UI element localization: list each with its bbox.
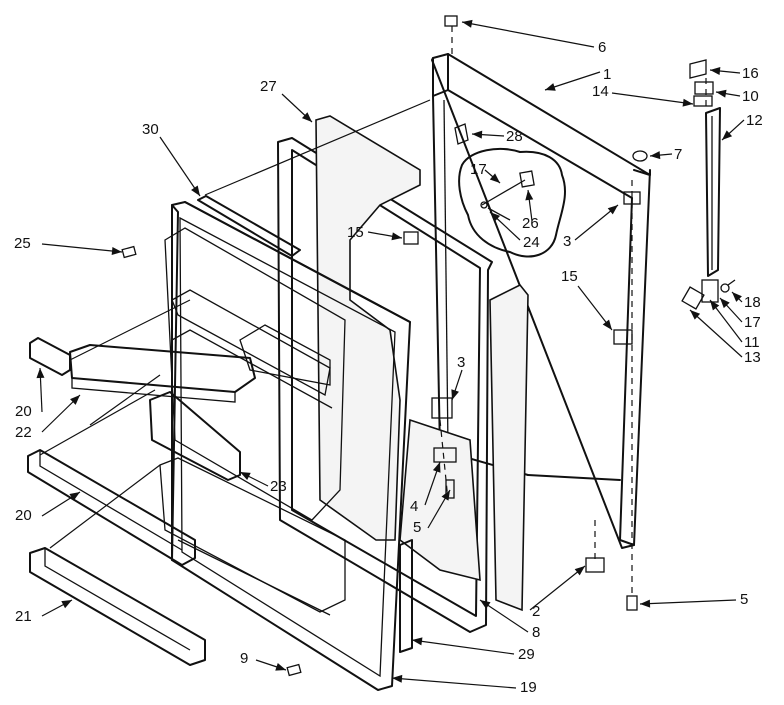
leader-arrowhead bbox=[489, 173, 500, 183]
leader-arrowhead bbox=[640, 599, 651, 608]
callout-20a: 20 bbox=[15, 403, 32, 420]
leader-arrowhead bbox=[732, 292, 742, 302]
leader-arrowhead bbox=[240, 472, 251, 481]
callout-12: 12 bbox=[746, 112, 763, 129]
leader-arrowhead bbox=[432, 462, 441, 473]
callout-17b: 17 bbox=[744, 314, 761, 331]
leader-arrowhead bbox=[710, 300, 720, 311]
callout-25: 25 bbox=[14, 235, 31, 252]
leader-lines bbox=[36, 19, 745, 689]
callout-9: 9 bbox=[240, 650, 248, 667]
callout-5b: 5 bbox=[740, 591, 748, 608]
leader-arrowhead bbox=[690, 310, 701, 320]
callout-29: 29 bbox=[518, 646, 535, 663]
leader-arrowhead bbox=[36, 368, 45, 379]
leader-arrowhead bbox=[710, 67, 721, 75]
shelf-rail-upper bbox=[29, 337, 71, 376]
callout-19: 19 bbox=[520, 679, 537, 696]
inset-detail bbox=[458, 147, 566, 258]
leader-arrowhead bbox=[716, 89, 727, 98]
callout-3a: 3 bbox=[563, 233, 571, 250]
callout-18: 18 bbox=[744, 294, 761, 311]
callout-11: 11 bbox=[744, 334, 760, 351]
leader-arrowhead bbox=[391, 232, 402, 241]
leader-line bbox=[41, 243, 123, 253]
alignment-guides bbox=[39, 26, 707, 596]
shelf-bar-23 bbox=[149, 391, 241, 481]
leader-arrowhead bbox=[545, 83, 556, 91]
leader-line bbox=[529, 565, 586, 611]
foam-insulation-top bbox=[315, 115, 421, 541]
foam-insulation-side bbox=[489, 283, 529, 612]
leader-arrowhead bbox=[480, 600, 491, 609]
callout-26: 26 bbox=[522, 215, 539, 232]
callout-21: 21 bbox=[15, 608, 32, 625]
callout-24: 24 bbox=[523, 234, 540, 251]
callout-3b: 3 bbox=[457, 354, 465, 371]
leader-arrowhead bbox=[720, 298, 730, 309]
leader-arrowhead bbox=[275, 663, 286, 671]
leader-arrowhead bbox=[70, 395, 80, 405]
leader-line bbox=[159, 136, 201, 197]
leader-arrowhead bbox=[490, 212, 501, 222]
leader-line bbox=[611, 92, 694, 105]
handle-bar-12 bbox=[705, 107, 721, 277]
leader-arrowhead bbox=[574, 566, 585, 576]
callout-20b: 20 bbox=[15, 507, 32, 524]
leader-arrowhead bbox=[451, 389, 459, 400]
callout-15b: 15 bbox=[561, 268, 578, 285]
callout-2: 2 bbox=[532, 603, 540, 620]
leader-arrowhead bbox=[69, 492, 80, 501]
leader-arrowhead bbox=[607, 205, 618, 215]
callout-27: 27 bbox=[260, 78, 277, 95]
leader-arrowhead bbox=[602, 319, 612, 330]
leader-arrowhead bbox=[301, 112, 312, 122]
callout-14: 14 bbox=[592, 83, 609, 100]
leader-line bbox=[461, 21, 595, 48]
callout-6: 6 bbox=[598, 39, 606, 56]
leader-arrowhead bbox=[682, 98, 693, 107]
callout-17a: 17 bbox=[470, 161, 487, 178]
leader-arrowhead bbox=[61, 600, 72, 609]
leader-arrowhead bbox=[441, 490, 450, 501]
leader-arrowhead bbox=[525, 190, 534, 201]
callout-13: 13 bbox=[744, 349, 761, 366]
leader-arrowhead bbox=[462, 19, 473, 28]
shelf-bar-21 bbox=[29, 547, 206, 666]
leader-line bbox=[689, 309, 743, 358]
callout-28: 28 bbox=[506, 128, 523, 145]
hinge-hardware bbox=[121, 15, 736, 677]
callout-4: 4 bbox=[410, 498, 418, 515]
callout-labels: 6 1 16 14 10 27 28 12 30 7 17 26 15 24 3… bbox=[14, 39, 763, 696]
leader-arrowhead bbox=[650, 151, 661, 160]
callout-22: 22 bbox=[15, 424, 32, 441]
leader-arrowhead bbox=[111, 247, 122, 255]
leader-arrowhead bbox=[392, 674, 403, 683]
callout-23: 23 bbox=[270, 478, 287, 495]
callout-30: 30 bbox=[142, 121, 159, 138]
leader-line bbox=[411, 639, 515, 655]
callout-7: 7 bbox=[674, 146, 682, 163]
foam-insulation-bottom bbox=[399, 418, 481, 582]
trim-strip-30 bbox=[197, 195, 301, 257]
callout-1: 1 bbox=[603, 66, 611, 83]
shelf-rail-lower bbox=[27, 449, 196, 566]
leader-line bbox=[391, 677, 517, 689]
callout-10: 10 bbox=[742, 88, 759, 105]
leader-arrowhead bbox=[722, 130, 733, 140]
shelf-bar-22 bbox=[69, 344, 256, 403]
leader-arrowhead bbox=[191, 185, 200, 196]
callout-8: 8 bbox=[532, 624, 540, 641]
leader-arrowhead bbox=[412, 637, 423, 646]
callout-16: 16 bbox=[742, 65, 759, 82]
callout-5a: 5 bbox=[413, 519, 421, 536]
leader-line bbox=[639, 599, 737, 605]
leader-arrowhead bbox=[472, 130, 483, 139]
side-strip-29 bbox=[399, 539, 413, 653]
callout-15a: 15 bbox=[347, 224, 364, 241]
